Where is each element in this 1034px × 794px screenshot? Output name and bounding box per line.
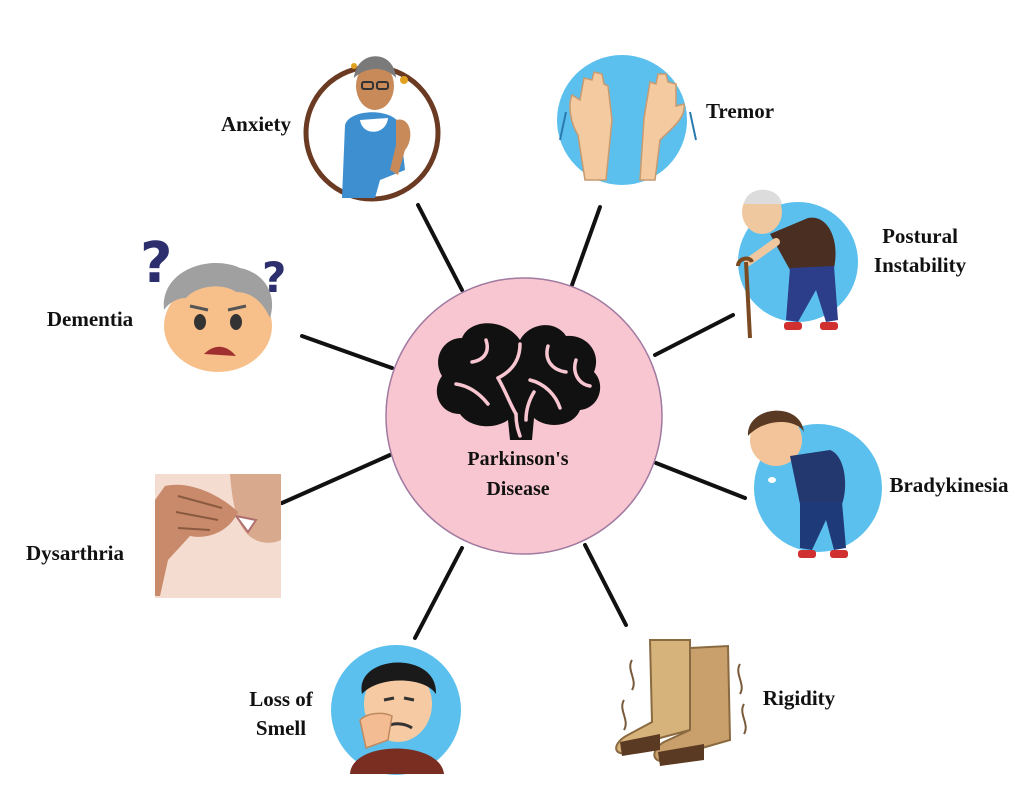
connector-postural: [655, 315, 733, 355]
center-title: Parkinson's Disease: [420, 444, 616, 504]
dementia-illustration: ? ?: [140, 231, 286, 372]
label-loss-of-smell-line2: Smell: [226, 714, 336, 743]
connector-rigidity: [585, 545, 626, 625]
dysarthria-illustration: [155, 474, 281, 598]
label-anxiety: Anxiety: [206, 110, 306, 139]
label-tremor: Tremor: [692, 97, 788, 126]
label-dysarthria: Dysarthria: [10, 539, 140, 568]
connector-loss-of-smell: [415, 548, 462, 638]
rigidity-boots-illustration: [616, 640, 746, 766]
connector-anxiety: [418, 205, 462, 290]
label-dementia: Dementia: [28, 305, 152, 334]
bradykinesia-illustration: [748, 411, 882, 558]
label-postural-line2: Instability: [860, 251, 980, 280]
postural-instability-illustration: [738, 190, 858, 338]
label-rigidity: Rigidity: [744, 684, 854, 713]
svg-text:?: ?: [140, 231, 172, 296]
center-title-line1: Parkinson's: [420, 444, 616, 474]
connector-dementia: [302, 336, 392, 368]
loss-of-smell-illustration: [331, 645, 461, 775]
connector-bradykinesia: [656, 463, 745, 498]
label-bradykinesia: Bradykinesia: [874, 471, 1024, 500]
tremor-hands-illustration: [557, 55, 696, 185]
label-postural-line1: Postural: [860, 222, 980, 251]
center-title-line2: Disease: [420, 474, 616, 504]
anxiety-illustration: [306, 56, 438, 199]
label-loss-of-smell-line1: Loss of: [226, 685, 336, 714]
connector-dysarthria: [282, 455, 390, 503]
connector-tremor: [572, 207, 600, 285]
